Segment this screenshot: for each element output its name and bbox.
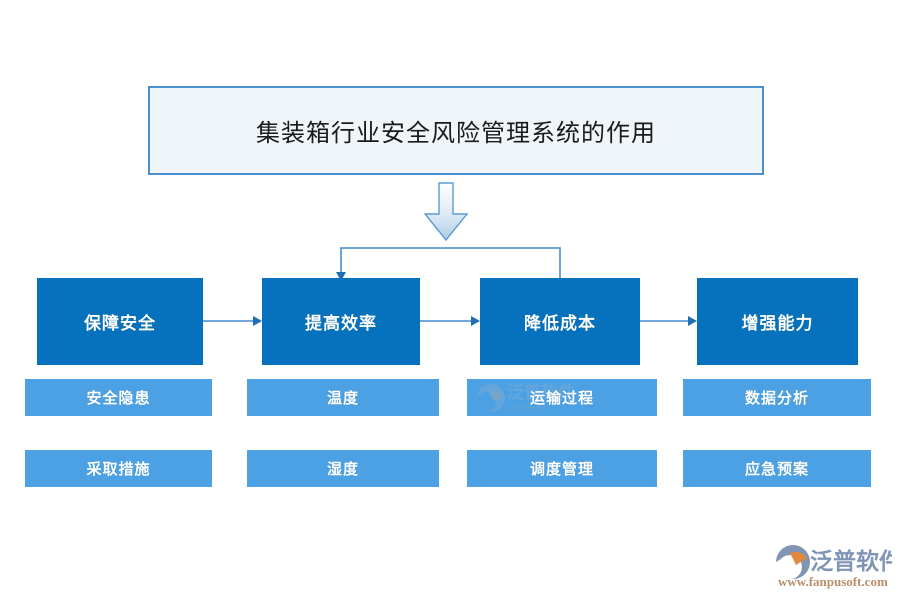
sub-box-1-b-label: 采取措施 <box>86 462 151 478</box>
sub-box-4-b[interactable]: 应急预案 <box>683 450 871 487</box>
block-down-arrow-icon <box>423 182 469 242</box>
sub-box-1-b[interactable]: 采取措施 <box>25 450 212 487</box>
sub-box-3-a[interactable]: 泛普软件 FANPUSOFT 运输过程 <box>467 379 657 416</box>
stage-box-4-label: 增强能力 <box>741 314 814 333</box>
stage-box-3-label: 降低成本 <box>524 314 596 333</box>
sub-box-2-a[interactable]: 温度 <box>247 379 439 416</box>
stage-box-1[interactable]: 保障安全 <box>37 278 203 365</box>
sub-box-3-b-label: 调度管理 <box>529 462 594 478</box>
sub-box-2-b-label: 湿度 <box>326 462 359 478</box>
sub-box-1-a-label: 安全隐患 <box>86 391 151 407</box>
diagram-title-box: 集装箱行业安全风险管理系统的作用 <box>148 86 764 175</box>
sub-box-1-a[interactable]: 安全隐患 <box>25 379 212 416</box>
brand-logo: 泛普软件 www.fanpusoft.com <box>768 536 900 592</box>
stage-box-1-label: 保障安全 <box>84 314 156 333</box>
sub-box-4-a[interactable]: 数据分析 <box>683 379 871 416</box>
fanpu-swirl-logo-icon <box>776 545 810 580</box>
sub-box-2-a-label: 温度 <box>326 391 359 407</box>
stage-box-2[interactable]: 提高效率 <box>262 278 420 365</box>
sub-box-2-b[interactable]: 湿度 <box>247 450 439 487</box>
stage-box-4[interactable]: 增强能力 <box>697 278 858 365</box>
stage-box-2-label: 提高效率 <box>305 314 377 333</box>
page-title: 集装箱行业安全风险管理系统的作用 <box>256 121 656 147</box>
brand-name: 泛普软件 <box>810 548 892 574</box>
stage-box-3[interactable]: 降低成本 <box>480 278 640 365</box>
sub-box-4-a-label: 数据分析 <box>744 391 809 407</box>
sub-box-3-a-label: 运输过程 <box>529 391 594 407</box>
sub-box-4-b-label: 应急预案 <box>744 462 809 478</box>
brand-url: www.fanpusoft.com <box>778 574 888 589</box>
sub-box-3-b[interactable]: 调度管理 <box>467 450 657 487</box>
